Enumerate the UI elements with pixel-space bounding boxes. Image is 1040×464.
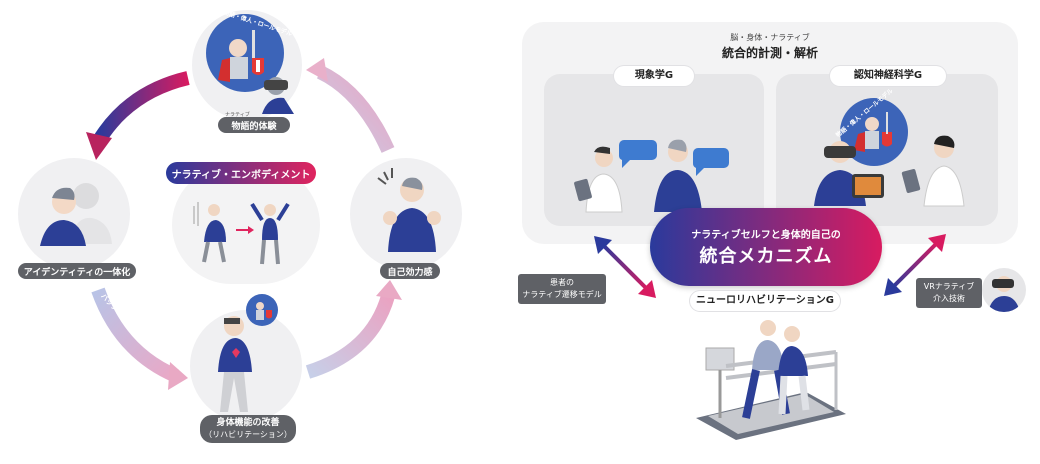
- rehab-label-line1: 身体機能の改善: [216, 418, 280, 428]
- story-label-ruby: ナラティブ: [225, 112, 250, 118]
- neuro-rehab-group-label: ニューロリハビリテーションG: [690, 291, 840, 311]
- researcher-vr-icon: [814, 135, 965, 207]
- arrow-right-double: [890, 240, 940, 290]
- doctor-patient-dialog-icon: [574, 139, 729, 213]
- cheering-person-icon: [377, 168, 441, 252]
- identity-circle: [18, 158, 130, 270]
- vr-tag-line1: VRナラティブ: [923, 282, 975, 291]
- embodiment-figures-icon: [193, 202, 290, 265]
- header-small: 脳・身体・ナラティブ: [730, 33, 810, 42]
- identity-figures-icon: [40, 183, 112, 246]
- identity-label: アイデンティティの一体化: [18, 263, 136, 279]
- treadmill-rehab-icon: [696, 320, 846, 440]
- patient-narrative-transition-tag: 患者の ナラティブ遷移モデル: [518, 274, 606, 304]
- hero-figure-icon: [218, 30, 264, 82]
- rehab-label: 身体機能の改善 （リハビリテーション）: [200, 415, 296, 443]
- mechanism-line2: 統合メカニズム: [699, 246, 833, 267]
- arrow-identity-to-rehab: [91, 287, 179, 383]
- vr-user-icon: [262, 77, 294, 114]
- arrow-left-double: [600, 242, 650, 292]
- arrow-story-to-identity: [91, 71, 190, 146]
- integration-mechanism-pill: ナラティブセルフと身体的自己の 統合メカニズム: [650, 208, 882, 286]
- arrow-rehab-to-efficacy: [305, 293, 395, 379]
- phenomenology-group-label: 現象学G: [614, 66, 694, 86]
- cognitive-neuroscience-group-label: 認知神経科学G: [830, 66, 946, 86]
- rehab-label-line2: （リハビリテーション）: [204, 430, 292, 439]
- patient-tag-line2: ナラティブ遷移モデル: [522, 290, 602, 299]
- self-efficacy-label: 自己効力感: [380, 263, 440, 279]
- patient-tag-line1: 患者の: [550, 278, 574, 287]
- vr-intervention-tag: VRナラティブ 介入技術: [916, 278, 982, 308]
- vr-headset-icon: [988, 276, 1020, 312]
- walking-person-icon: [218, 316, 252, 412]
- narrative-embodiment-title: ナラティブ・エンボディメント: [166, 162, 316, 184]
- header-main: 統合的計測・解析: [721, 46, 818, 60]
- vr-tag-line2: 介入技術: [933, 294, 965, 303]
- mechanism-line1: ナラティブセルフと身体的自己の: [691, 230, 841, 241]
- story-experience-label: 物語的体験: [218, 117, 290, 133]
- vr-headset-user-icon: [982, 268, 1026, 312]
- arrow-efficacy-to-story: [316, 65, 395, 153]
- right-hero-icon: [854, 112, 892, 152]
- center-circle: [172, 166, 320, 284]
- mini-hero-icon: [256, 302, 272, 320]
